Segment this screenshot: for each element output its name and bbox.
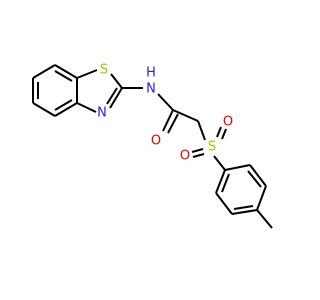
thiazole-sulfur-label: S bbox=[100, 63, 108, 78]
methyl-bond bbox=[256, 209, 273, 229]
carbonyl-oxygen-label: O bbox=[151, 134, 161, 149]
amide-hydrogen-label: H bbox=[146, 66, 156, 81]
thiazole-nitrogen-label: N bbox=[97, 106, 107, 121]
sulfonyl-sulfur-label: S bbox=[208, 140, 216, 155]
bond-sulfonyl-aryl bbox=[213, 155, 226, 171]
bond-carbonyl-ch2 bbox=[172, 109, 199, 122]
canvas-background bbox=[0, 0, 300, 300]
sulfonyl-oxygen-top-label: O bbox=[223, 115, 233, 130]
carbonyl-double-bond bbox=[162, 109, 179, 134]
sulfonyl-oxygen-left-label: O bbox=[180, 149, 190, 164]
benzothiazole-benzene-ring bbox=[32, 64, 78, 117]
tolyl-ring bbox=[215, 164, 267, 215]
sulfonyl-oxygen-bonds bbox=[191, 126, 227, 158]
amide-nitrogen-label: N bbox=[146, 82, 156, 97]
bond-nh-carbonyl bbox=[157, 93, 174, 111]
bond-ch2-sulfonyl bbox=[197, 120, 206, 141]
thiazole-ring bbox=[76, 69, 123, 113]
molecule-structure: S N N H O S O O bbox=[0, 0, 300, 300]
